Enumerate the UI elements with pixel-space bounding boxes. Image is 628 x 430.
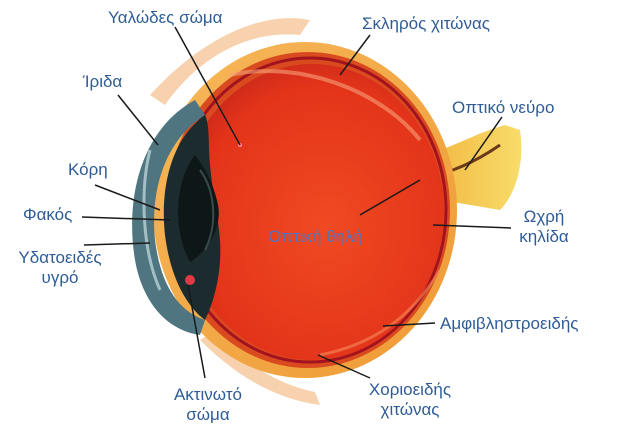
label-retina: Αμφιβληστροειδής bbox=[440, 314, 578, 334]
label-choroid-line1: Χοριοειδής bbox=[355, 380, 465, 400]
label-macula-line2: κηλίδα bbox=[514, 227, 574, 247]
label-macula: Ωχρή κηλίδα bbox=[514, 207, 574, 247]
label-optic-nerve: Οπτικό νεύρο bbox=[452, 98, 554, 118]
label-lens: Φακός bbox=[23, 205, 72, 225]
label-sclera: Σκληρός χιτώνας bbox=[362, 14, 490, 34]
label-aqueous-line2: υγρό bbox=[5, 268, 115, 288]
label-aqueous-line1: Υδατοειδές bbox=[5, 248, 115, 268]
label-ciliary-body: Ακτινωτό σώμα bbox=[160, 385, 256, 425]
label-vitreous-body: Υαλώδες σώμα bbox=[108, 8, 222, 28]
label-choroid: Χοριοειδής χιτώνας bbox=[355, 380, 465, 420]
label-iris: Ίριδα bbox=[83, 72, 122, 92]
label-pupil: Κόρη bbox=[68, 160, 108, 180]
label-optic-disc: Οπτική θηλή bbox=[268, 227, 363, 247]
label-aqueous-humor: Υδατοειδές υγρό bbox=[5, 248, 115, 288]
label-choroid-line2: χιτώνας bbox=[355, 400, 465, 420]
label-ciliary-line2: σώμα bbox=[160, 405, 256, 425]
label-macula-line1: Ωχρή bbox=[514, 207, 574, 227]
label-ciliary-line1: Ακτινωτό bbox=[160, 385, 256, 405]
